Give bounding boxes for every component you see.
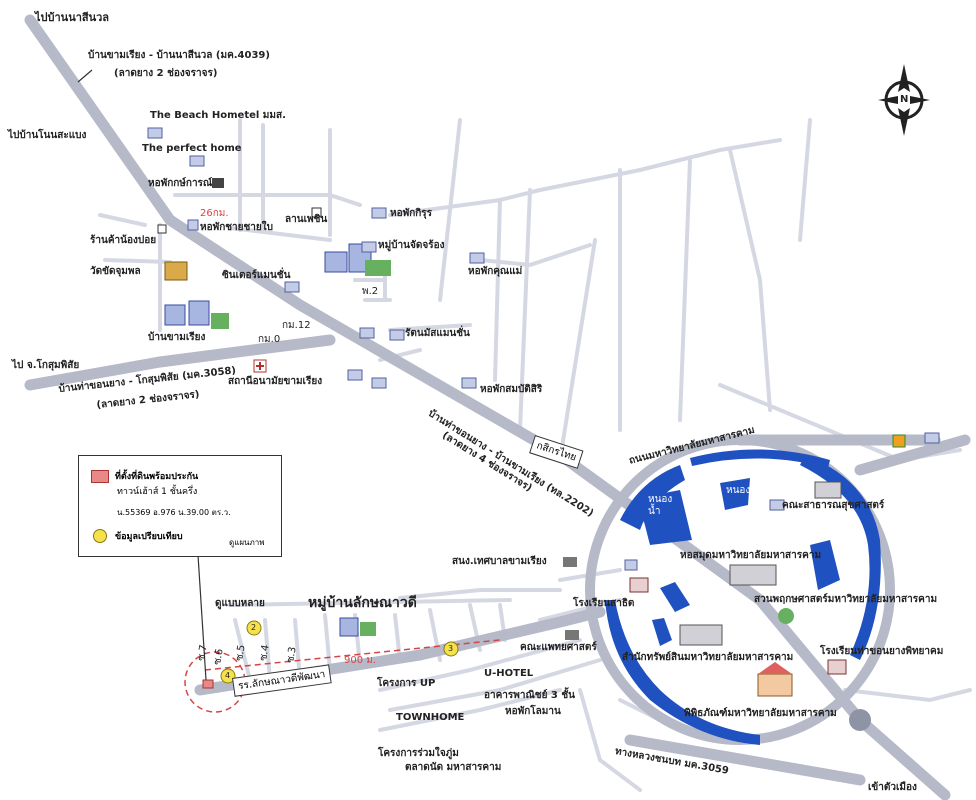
label-to-city: เข้าตัวเมือง	[868, 782, 917, 793]
label-nong: หนอง	[726, 485, 751, 496]
registry-icon	[679, 624, 723, 646]
house-cluster-icon	[164, 300, 229, 329]
village-cluster-icon	[324, 243, 391, 276]
label-library: หอสมุดมหาวิทยาลัยมหาสารคาม	[680, 550, 822, 561]
tessaban-icon	[563, 557, 577, 567]
seven-eleven-icon	[892, 434, 906, 448]
compass-icon	[878, 64, 930, 136]
label-to-kosumphisai: ไป จ.โกสุมพิสัย	[12, 360, 80, 371]
library-icon	[729, 564, 777, 586]
label-dorm-chaiban: หอพักชายชายใบ	[200, 222, 273, 233]
label-route-distance: 900 ม.	[344, 655, 377, 666]
legend-line-1: ที่ตั้งที่ดินพร้อมประกัน	[115, 472, 199, 482]
label-center-mansion: ซินเตอร์แมนชั่น	[222, 270, 291, 281]
label-building-3: อาคารพาณิชย์ 3 ชั้น	[484, 690, 575, 701]
label-village-lakkanawadi: หมู่บ้านลักษณาวดี	[308, 595, 417, 611]
medicine-icon	[565, 630, 579, 640]
compass-rose: N	[876, 62, 932, 138]
label-dorm-loman: หอพักโลมาน	[505, 706, 561, 717]
school-thakhon-icon	[827, 659, 847, 675]
label-ban-kham-riang: บ้านขามเรียง	[148, 332, 206, 343]
label-rattanam-mansion: รัตนมัสแมนชั่น	[405, 328, 470, 339]
lan-phetin-icon	[311, 207, 322, 218]
label-villa: ดูแบบหลาย	[215, 598, 265, 609]
label-project-up: โครงการ UP	[377, 678, 436, 689]
botanic-icon	[778, 608, 794, 624]
road-3059	[624, 734, 866, 786]
label-project-residence: โครงการร่วมใจภู่ม	[378, 748, 459, 759]
legend-pointer	[197, 554, 207, 681]
label-ph2: พ.2	[362, 286, 379, 297]
landmark-icons	[77, 69, 940, 697]
marker-number-3: 3	[448, 644, 454, 653]
road-side	[854, 434, 971, 476]
dorm-chaiyakarn-icon	[212, 178, 224, 188]
label-dorm-krirut: หอพักกิรุร	[390, 208, 433, 219]
legend-property-swatch	[91, 470, 109, 483]
legend-line-4: ข้อมูลเปรียบเทียบ	[115, 532, 183, 542]
lake-east	[800, 455, 881, 660]
label-dorm-chaiyakarn: หอพักกษ์การณ์	[148, 178, 213, 189]
label-lanes-2-top: (ลาดยาง 2 ช่องจราจร)	[114, 68, 218, 79]
marker-number-4: 4	[225, 671, 231, 680]
label-health-station: สถานีอนามัยขามเรียง	[228, 376, 323, 387]
label-u-hotel: U-HOTEL	[484, 668, 534, 679]
compass-letter: N	[900, 94, 909, 105]
label-beach-hometel: The Beach Hometel มมส.	[150, 110, 286, 121]
label-school-thakhonyang: โรงเรียนท่าขอนยางพิทยาคม	[820, 646, 944, 657]
label-road-4039: บ้านขามเรียง - บ้านนาสีนวล (มค.4039)	[88, 50, 270, 61]
label-dorm-khunmae: หอพักคุณแม่	[468, 266, 523, 277]
lake-big	[638, 490, 692, 545]
label-market-msu: ตลาดนัด มหาสารคาม	[405, 762, 502, 773]
label-to-ban-nong-waeng: ไปบ้านโนนสะแบง	[8, 130, 87, 141]
shop-icon	[157, 224, 167, 234]
museum-icon	[757, 662, 793, 697]
arrow-4039	[77, 69, 93, 83]
legend-comparison-dot	[93, 529, 107, 543]
village-lakkanawadi-icon	[339, 617, 376, 637]
marker-number-2: 2	[251, 623, 257, 632]
legend-line-5: ดูแผนภาพ	[229, 538, 265, 547]
legend-line-2: ทาวน์เฮ้าส์ 1 ชั้นครึ่ง	[117, 487, 198, 497]
lake-north	[690, 449, 830, 468]
label-school-satit: โรงเรียนสาธิต	[573, 598, 635, 609]
lake-east-inner	[810, 540, 840, 590]
label-wat-khon-phon: วัดขัดจุมพล	[90, 266, 141, 277]
dorm-icons	[147, 127, 940, 571]
school-satit-icon	[629, 577, 649, 593]
label-registry-office: สำนักทรัพย์สินมหาวิทยาลัยมหาสารคาม	[622, 652, 794, 663]
lake-sw	[605, 600, 760, 745]
label-shop-nong-poi: ร้านค้าน้องปอย	[90, 235, 157, 246]
label-tessaban-office: สนง.เทศบาลขามเรียง	[452, 556, 547, 567]
health-station-icon	[253, 359, 267, 373]
lake-sw-small	[660, 582, 690, 612]
road-3058	[24, 334, 336, 391]
temple-icon	[164, 261, 188, 281]
lake-inner	[720, 478, 750, 510]
legend-line-3: น.55369 อ.976 น.39.00 ตร.ว.	[117, 508, 231, 517]
label-lan-phetin: ลานเพชิน	[285, 214, 328, 225]
label-museum: พิพิธภัณฑ์มหาวิทยาลัยมหาสารคาม	[684, 708, 837, 719]
label-km-12: กม.12	[282, 320, 311, 331]
label-perfect-home: The perfect home	[142, 143, 242, 154]
label-faculty-public-health: คณะสาธารณสุขศาสตร์	[782, 500, 885, 511]
map-legend: ที่ตั้งที่ดินพร้อมประกัน ทาวน์เฮ้าส์ 1 ช…	[78, 455, 282, 557]
label-botanic-garden: สวนพฤกษศาสตร์มหาวิทยาลัยมหาสารคาม	[754, 594, 938, 605]
label-km-0: กม.0	[258, 334, 281, 345]
label-dorm-sombat: หอพักสมบัติสิริ	[480, 384, 543, 395]
label-faculty-medicine: คณะแพทยศาสตร์	[520, 642, 597, 653]
label-village-sakarat: หมู่บ้านจัดจร้อง	[378, 240, 445, 251]
subject-property-marker	[202, 679, 214, 689]
yellow-markers	[220, 620, 459, 684]
label-to-ban-na-si-nuan: ไปบ้านนาสีนวล	[35, 11, 110, 24]
faculty-health-icon	[814, 481, 842, 499]
label-nong-nam: หนอง น้ำ	[648, 494, 673, 517]
label-km-26: 26กม.	[200, 208, 229, 219]
lake-s-small	[652, 618, 672, 646]
university-ring	[585, 435, 895, 745]
label-townhome: TOWNHOME	[396, 712, 465, 723]
roundabout	[849, 709, 871, 731]
